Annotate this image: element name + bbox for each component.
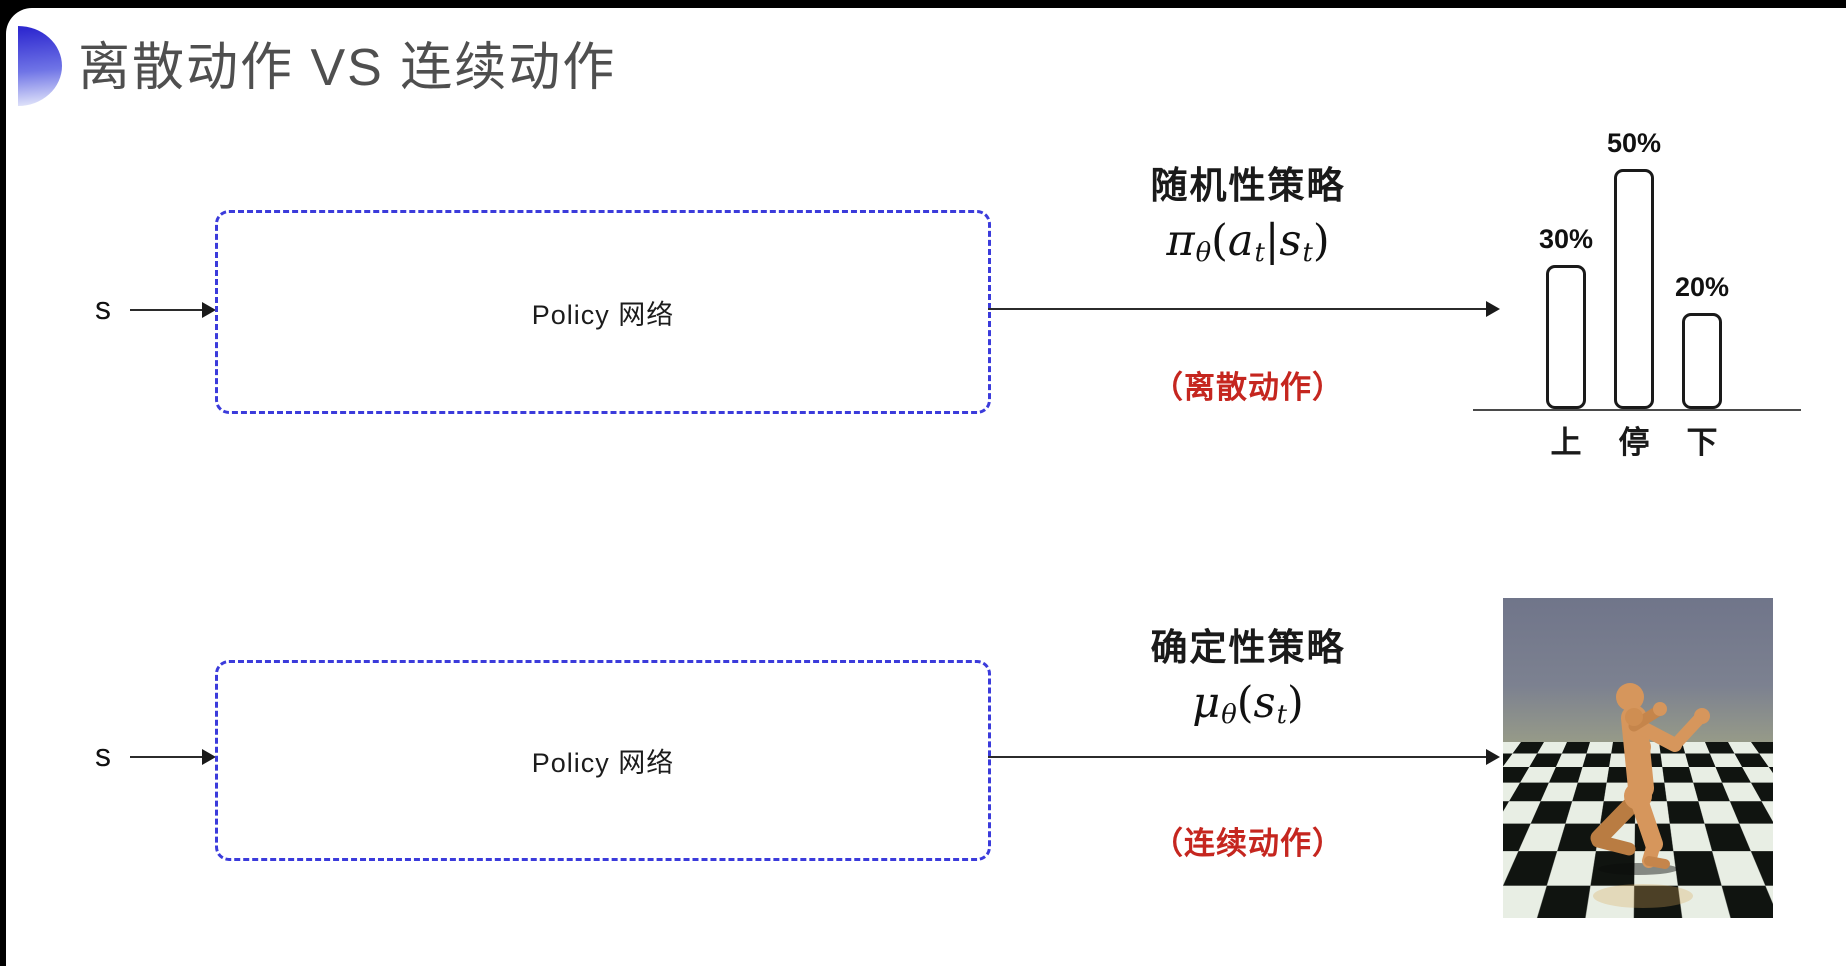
formula-segment: (	[1211, 216, 1228, 266]
humanoid-simulation-image	[1503, 598, 1773, 918]
policy-type-label-bottom: 确定性策略	[1150, 627, 1346, 668]
humanoid-figure	[1590, 683, 1710, 908]
formula-segment: t	[1302, 238, 1313, 269]
formula-segment: π	[1166, 216, 1195, 266]
figure-head	[1616, 683, 1644, 711]
arrow-head-icon	[1486, 749, 1500, 765]
bar-chart-plot: 30% 50% 20%	[1473, 102, 1801, 411]
policy-formula-bottom: μθ(st)	[1078, 678, 1418, 730]
policy-box-label: Policy 网络	[531, 748, 675, 778]
figure-hand	[1694, 708, 1710, 724]
formula-segment: )	[1312, 216, 1330, 266]
formula-segment: s	[1253, 678, 1276, 728]
action-probability-bar-chart: 30% 50% 20% 上 停 下	[1473, 102, 1801, 460]
arrow-shaft	[130, 756, 204, 758]
action-type-note-top: （离散动作）	[1152, 370, 1344, 405]
bar-chart-categories: 上停下	[1473, 417, 1801, 461]
policy-box-label: Policy 网络	[531, 299, 675, 330]
state-input-label-top: s	[95, 290, 111, 326]
chart-bar	[1546, 265, 1586, 409]
bar-value-label: 20%	[1674, 272, 1730, 302]
policy-formula-top: πθ(at|st)	[1078, 216, 1418, 268]
arrow-head-icon	[202, 749, 216, 765]
formula-segment: s	[1279, 216, 1302, 266]
formula-segment: t	[1254, 238, 1265, 269]
policy-network-box-bottom: Policy 网络	[215, 660, 991, 861]
formula-segment: θ	[1221, 700, 1237, 731]
formula-segment: t	[1276, 700, 1287, 731]
formula-segment: μ	[1192, 678, 1221, 728]
policy-type-label-top: 随机性策略	[1150, 165, 1346, 206]
formula-segment: |	[1264, 216, 1280, 266]
policy-network-box-top: Policy 网络	[215, 210, 991, 414]
formula-segment: )	[1286, 678, 1304, 728]
page-title: 离散动作 VS 连续动作	[78, 39, 617, 97]
formula-segment: a	[1227, 216, 1254, 266]
arrow-shaft	[988, 756, 1488, 758]
chart-bar	[1682, 313, 1722, 409]
bar-category-label: 下	[1686, 425, 1718, 460]
arrow-head-icon	[202, 302, 216, 318]
arrow-shaft	[130, 309, 204, 311]
bar-category-label: 上	[1550, 425, 1582, 460]
formula-segment: (	[1236, 678, 1254, 728]
bar-value-label: 50%	[1606, 128, 1662, 158]
bar-value-label: 30%	[1538, 224, 1594, 254]
arrow-shaft	[988, 308, 1488, 310]
chart-bar	[1614, 169, 1654, 409]
action-type-note-bottom: （连续动作）	[1152, 826, 1344, 861]
arrow-head-icon	[1486, 301, 1500, 317]
state-input-label-bottom: s	[95, 737, 111, 773]
formula-segment: θ	[1195, 238, 1212, 269]
bar-category-label: 停	[1618, 425, 1650, 460]
floor-reflection	[1593, 884, 1693, 908]
